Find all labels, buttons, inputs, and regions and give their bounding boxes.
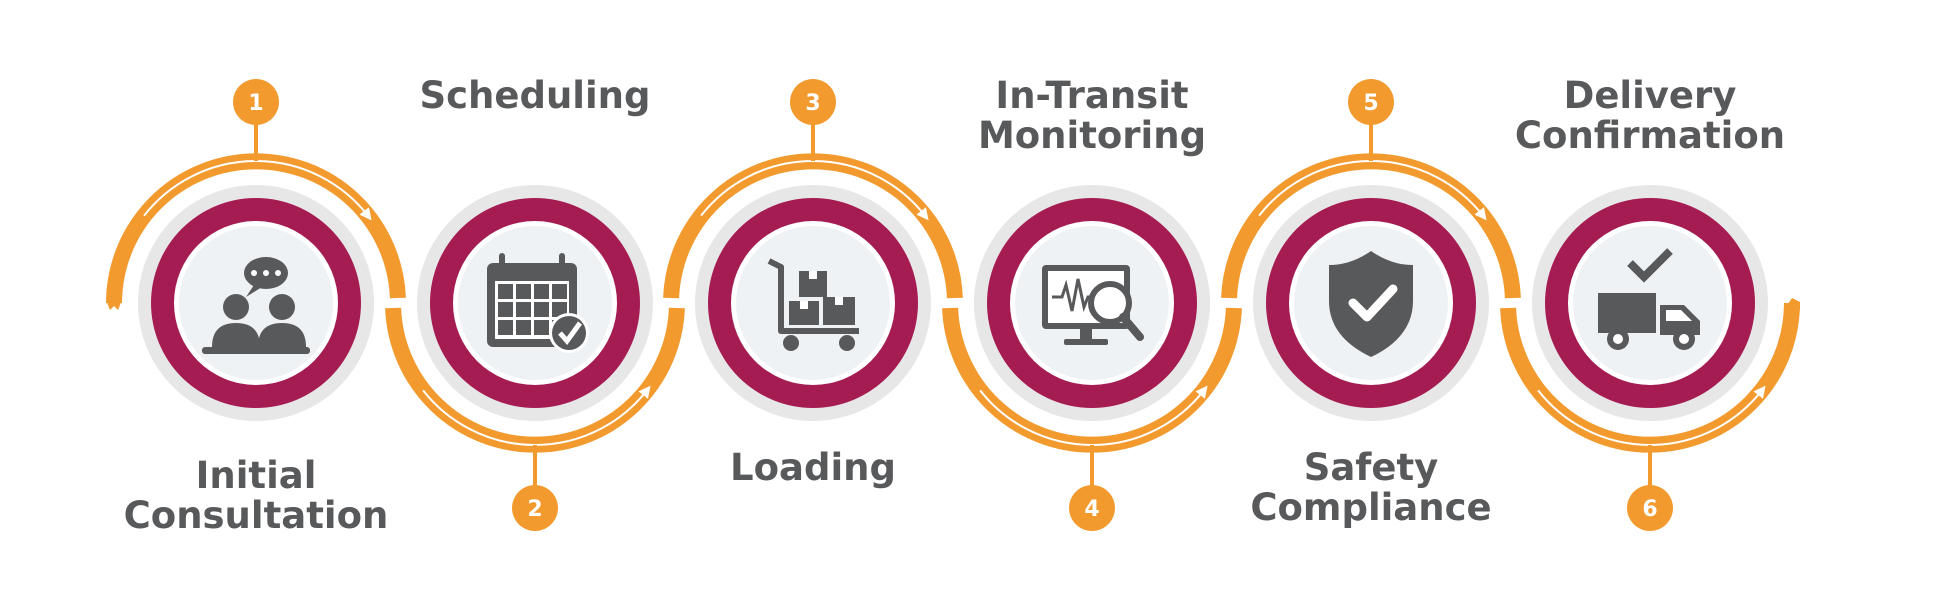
consultation-people-icon — [202, 257, 310, 354]
step-4-node: 4 — [974, 185, 1210, 531]
wave-guide-2 — [422, 385, 651, 446]
step-5-label: Safety Compliance — [1211, 448, 1531, 528]
step-1-badge — [233, 79, 279, 125]
wave-guide-1 — [143, 160, 372, 221]
step-6-label-line-2: Confirmation — [1514, 114, 1786, 157]
step-5-label-line-1: Safety — [1303, 446, 1439, 489]
step-2-number: 2 — [527, 497, 542, 522]
step-3-badge — [790, 79, 836, 125]
monitor-magnifier-icon — [1042, 265, 1144, 345]
step-nodes: 1 2 3 4 5 6 — [138, 79, 1768, 531]
step-6-badge — [1627, 485, 1673, 531]
step-5-label-line-2: Compliance — [1250, 486, 1492, 529]
step-4-badge — [1069, 485, 1115, 531]
step-6-label-line-1: Delivery — [1563, 74, 1737, 117]
step-1-number: 1 — [248, 91, 263, 116]
wave-guide-5 — [1258, 160, 1487, 221]
wave-path — [106, 153, 1800, 453]
step-6-label: Delivery Confirmation — [1490, 76, 1810, 156]
step-3-number: 3 — [805, 91, 820, 116]
step-2-label: Scheduling — [375, 76, 695, 116]
step-5-node: 5 — [1253, 79, 1489, 421]
step-3-node: 3 — [695, 79, 931, 421]
shield-check-icon — [1329, 251, 1413, 357]
delivery-truck-check-icon — [1598, 248, 1700, 350]
step-2-node: 2 — [417, 185, 653, 531]
wave-guide-6 — [1537, 385, 1766, 446]
step-1-inner — [179, 226, 333, 380]
step-3-label: Loading — [653, 448, 973, 488]
step-5-number: 5 — [1363, 91, 1378, 116]
step-5-badge — [1348, 79, 1394, 125]
step-2-label-line-1: Scheduling — [419, 74, 651, 117]
wave-guide-4 — [979, 385, 1208, 446]
step-2-badge — [512, 485, 558, 531]
wave-start-tab — [106, 300, 122, 310]
step-4-number: 4 — [1084, 497, 1099, 522]
calendar-check-icon — [487, 253, 589, 353]
wave-guide-3 — [700, 160, 929, 221]
step-6-node: 6 — [1532, 185, 1768, 531]
wave-end-tab — [1784, 298, 1800, 310]
step-1-label-line-1: Initial — [195, 454, 317, 497]
step-1-label: Initial Consultation — [96, 456, 416, 536]
step-4-label-line-1: In-Transit — [995, 74, 1189, 117]
step-1-node: 1 — [138, 79, 374, 421]
hand-truck-boxes-icon — [767, 258, 859, 351]
step-4-label: In-Transit Monitoring — [932, 76, 1252, 156]
step-3-label-line-1: Loading — [730, 446, 896, 489]
step-4-label-line-2: Monitoring — [977, 114, 1207, 157]
step-6-number: 6 — [1642, 497, 1657, 522]
step-1-label-line-2: Consultation — [123, 494, 389, 537]
